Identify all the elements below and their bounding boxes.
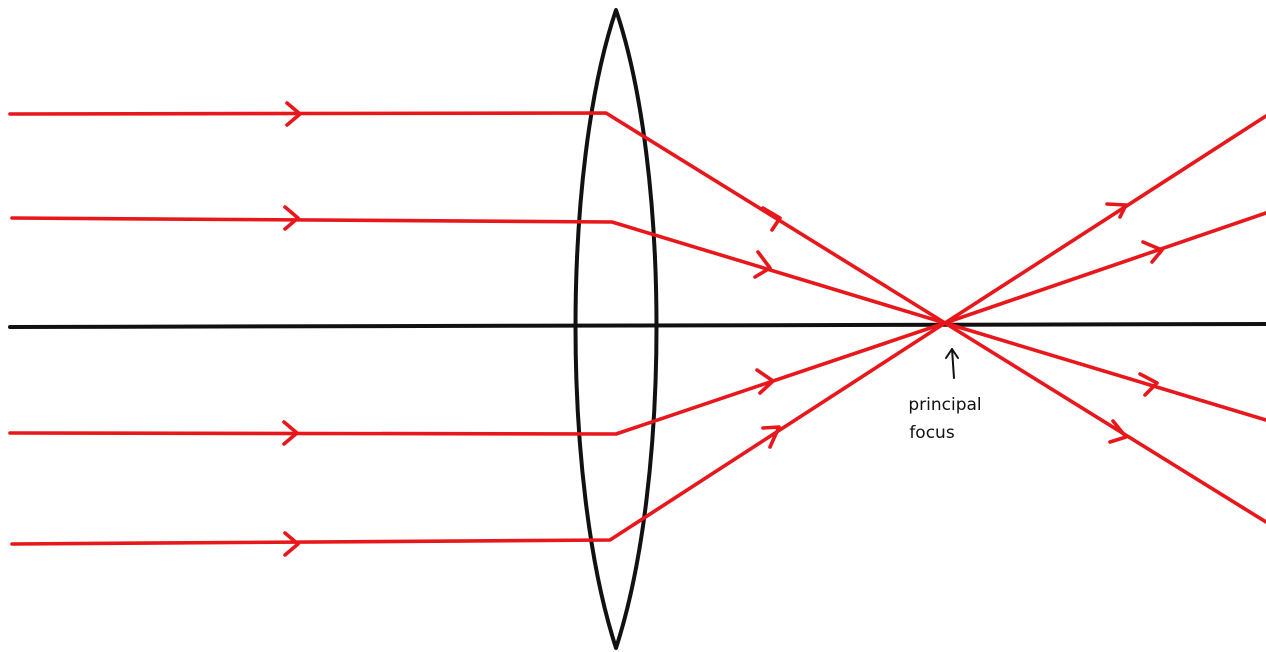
- principal-axis: [8, 322, 1266, 329]
- ray-1-path: [8, 111, 1266, 325]
- focus-arrowhead-icon: [945, 348, 959, 359]
- ray-3: [8, 321, 1266, 446]
- ray-1-arrow-incident: [285, 101, 302, 127]
- focus-arrow-icon: [951, 348, 955, 379]
- ray-4-arrow-refracted: [761, 425, 781, 449]
- ray-4-arrow-diverging: [1108, 419, 1128, 444]
- ray-3-arrow-incident: [282, 420, 299, 446]
- ray-1-arrow-refracted: [761, 206, 782, 232]
- principal-focus-label-line1: principal: [908, 395, 981, 415]
- ray-3-arrow-diverging: [1138, 372, 1159, 397]
- focus-annotation: principal focus: [908, 348, 982, 443]
- ray-2: [10, 205, 1266, 325]
- ray-2-path: [10, 211, 1266, 325]
- ray-2-arrow-diverging: [1141, 240, 1164, 264]
- ray-2-arrow-incident: [283, 205, 300, 231]
- ray-2-arrow-refracted: [753, 250, 772, 279]
- ray-3-arrow-refracted: [755, 368, 775, 395]
- principal-focus-label-line2: focus: [909, 423, 955, 443]
- convex-lens: [573, 8, 659, 650]
- ray-1: [8, 101, 1266, 325]
- ray-3-path: [8, 321, 1266, 436]
- ray-4-arrow-incident: [283, 531, 300, 557]
- ray-4: [10, 321, 1266, 557]
- ray-1-arrow-diverging: [1105, 202, 1128, 219]
